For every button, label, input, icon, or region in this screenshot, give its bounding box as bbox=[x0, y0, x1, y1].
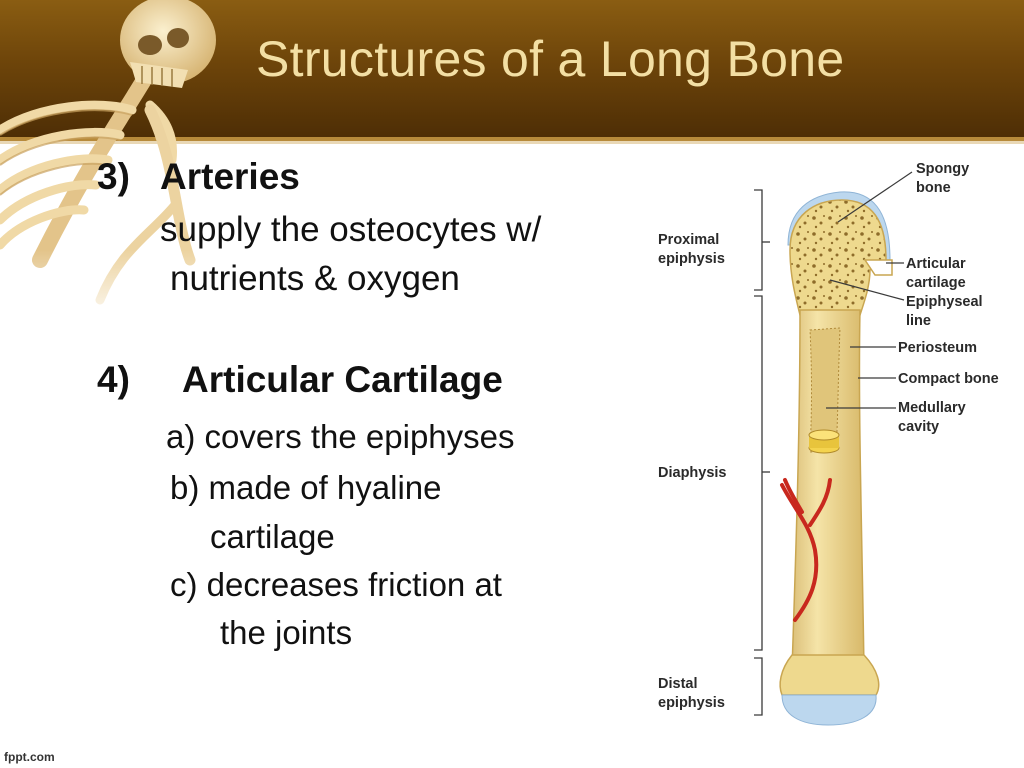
artery-shape bbox=[780, 478, 832, 622]
long-bone-diagram: Spongy bone Proximal epiphysis Articular… bbox=[658, 161, 999, 726]
item-4-line-b: b) made of hyaline bbox=[170, 469, 442, 506]
articular-cartilage-bottom bbox=[781, 694, 877, 726]
slide-title: Structures of a Long Bone bbox=[256, 31, 845, 87]
item-3-line-1: supply the osteocytes w/ bbox=[160, 210, 542, 249]
item-3-heading: Arteries bbox=[160, 156, 300, 197]
footer-brand: fppt.com bbox=[4, 750, 55, 764]
label-medullary-1: Medullary bbox=[898, 400, 966, 416]
banner-divider bbox=[0, 137, 1024, 141]
item-4-line-b-cont: cartilage bbox=[210, 518, 335, 555]
label-medullary-2: cavity bbox=[898, 419, 939, 435]
item-4-heading: Articular Cartilage bbox=[182, 359, 503, 400]
label-periosteum: Periosteum bbox=[898, 340, 977, 356]
label-epiphyseal-2: line bbox=[906, 313, 931, 329]
item-4-line-c-cont: the joints bbox=[220, 614, 353, 651]
item-4-number: 4) bbox=[97, 359, 130, 400]
label-distal-2: epiphysis bbox=[658, 695, 725, 711]
label-spongy-2: bone bbox=[916, 180, 951, 196]
label-proximal-1: Proximal bbox=[658, 232, 719, 248]
distal-epiphysis-shape bbox=[779, 654, 880, 696]
banner-divider-light bbox=[0, 141, 1024, 144]
item-3-number: 3) bbox=[97, 156, 130, 197]
label-articular-1: Articular bbox=[906, 256, 966, 272]
item-3-line-2: nutrients & oxygen bbox=[170, 259, 460, 298]
label-compact-bone: Compact bone bbox=[898, 371, 999, 387]
label-diaphysis: Diaphysis bbox=[658, 465, 727, 481]
label-epiphyseal-1: Epiphyseal bbox=[906, 294, 983, 310]
proximal-epiphysis-shape bbox=[789, 199, 887, 316]
skeleton-decoration bbox=[0, 0, 240, 330]
label-articular-2: cartilage bbox=[906, 275, 966, 291]
label-distal-1: Distal bbox=[658, 676, 698, 692]
item-4-line-a: a) covers the epiphyses bbox=[166, 418, 515, 455]
item-4-line-c: c) decreases friction at bbox=[170, 566, 502, 603]
label-proximal-2: epiphysis bbox=[658, 251, 725, 267]
label-spongy-1: Spongy bbox=[916, 161, 969, 177]
